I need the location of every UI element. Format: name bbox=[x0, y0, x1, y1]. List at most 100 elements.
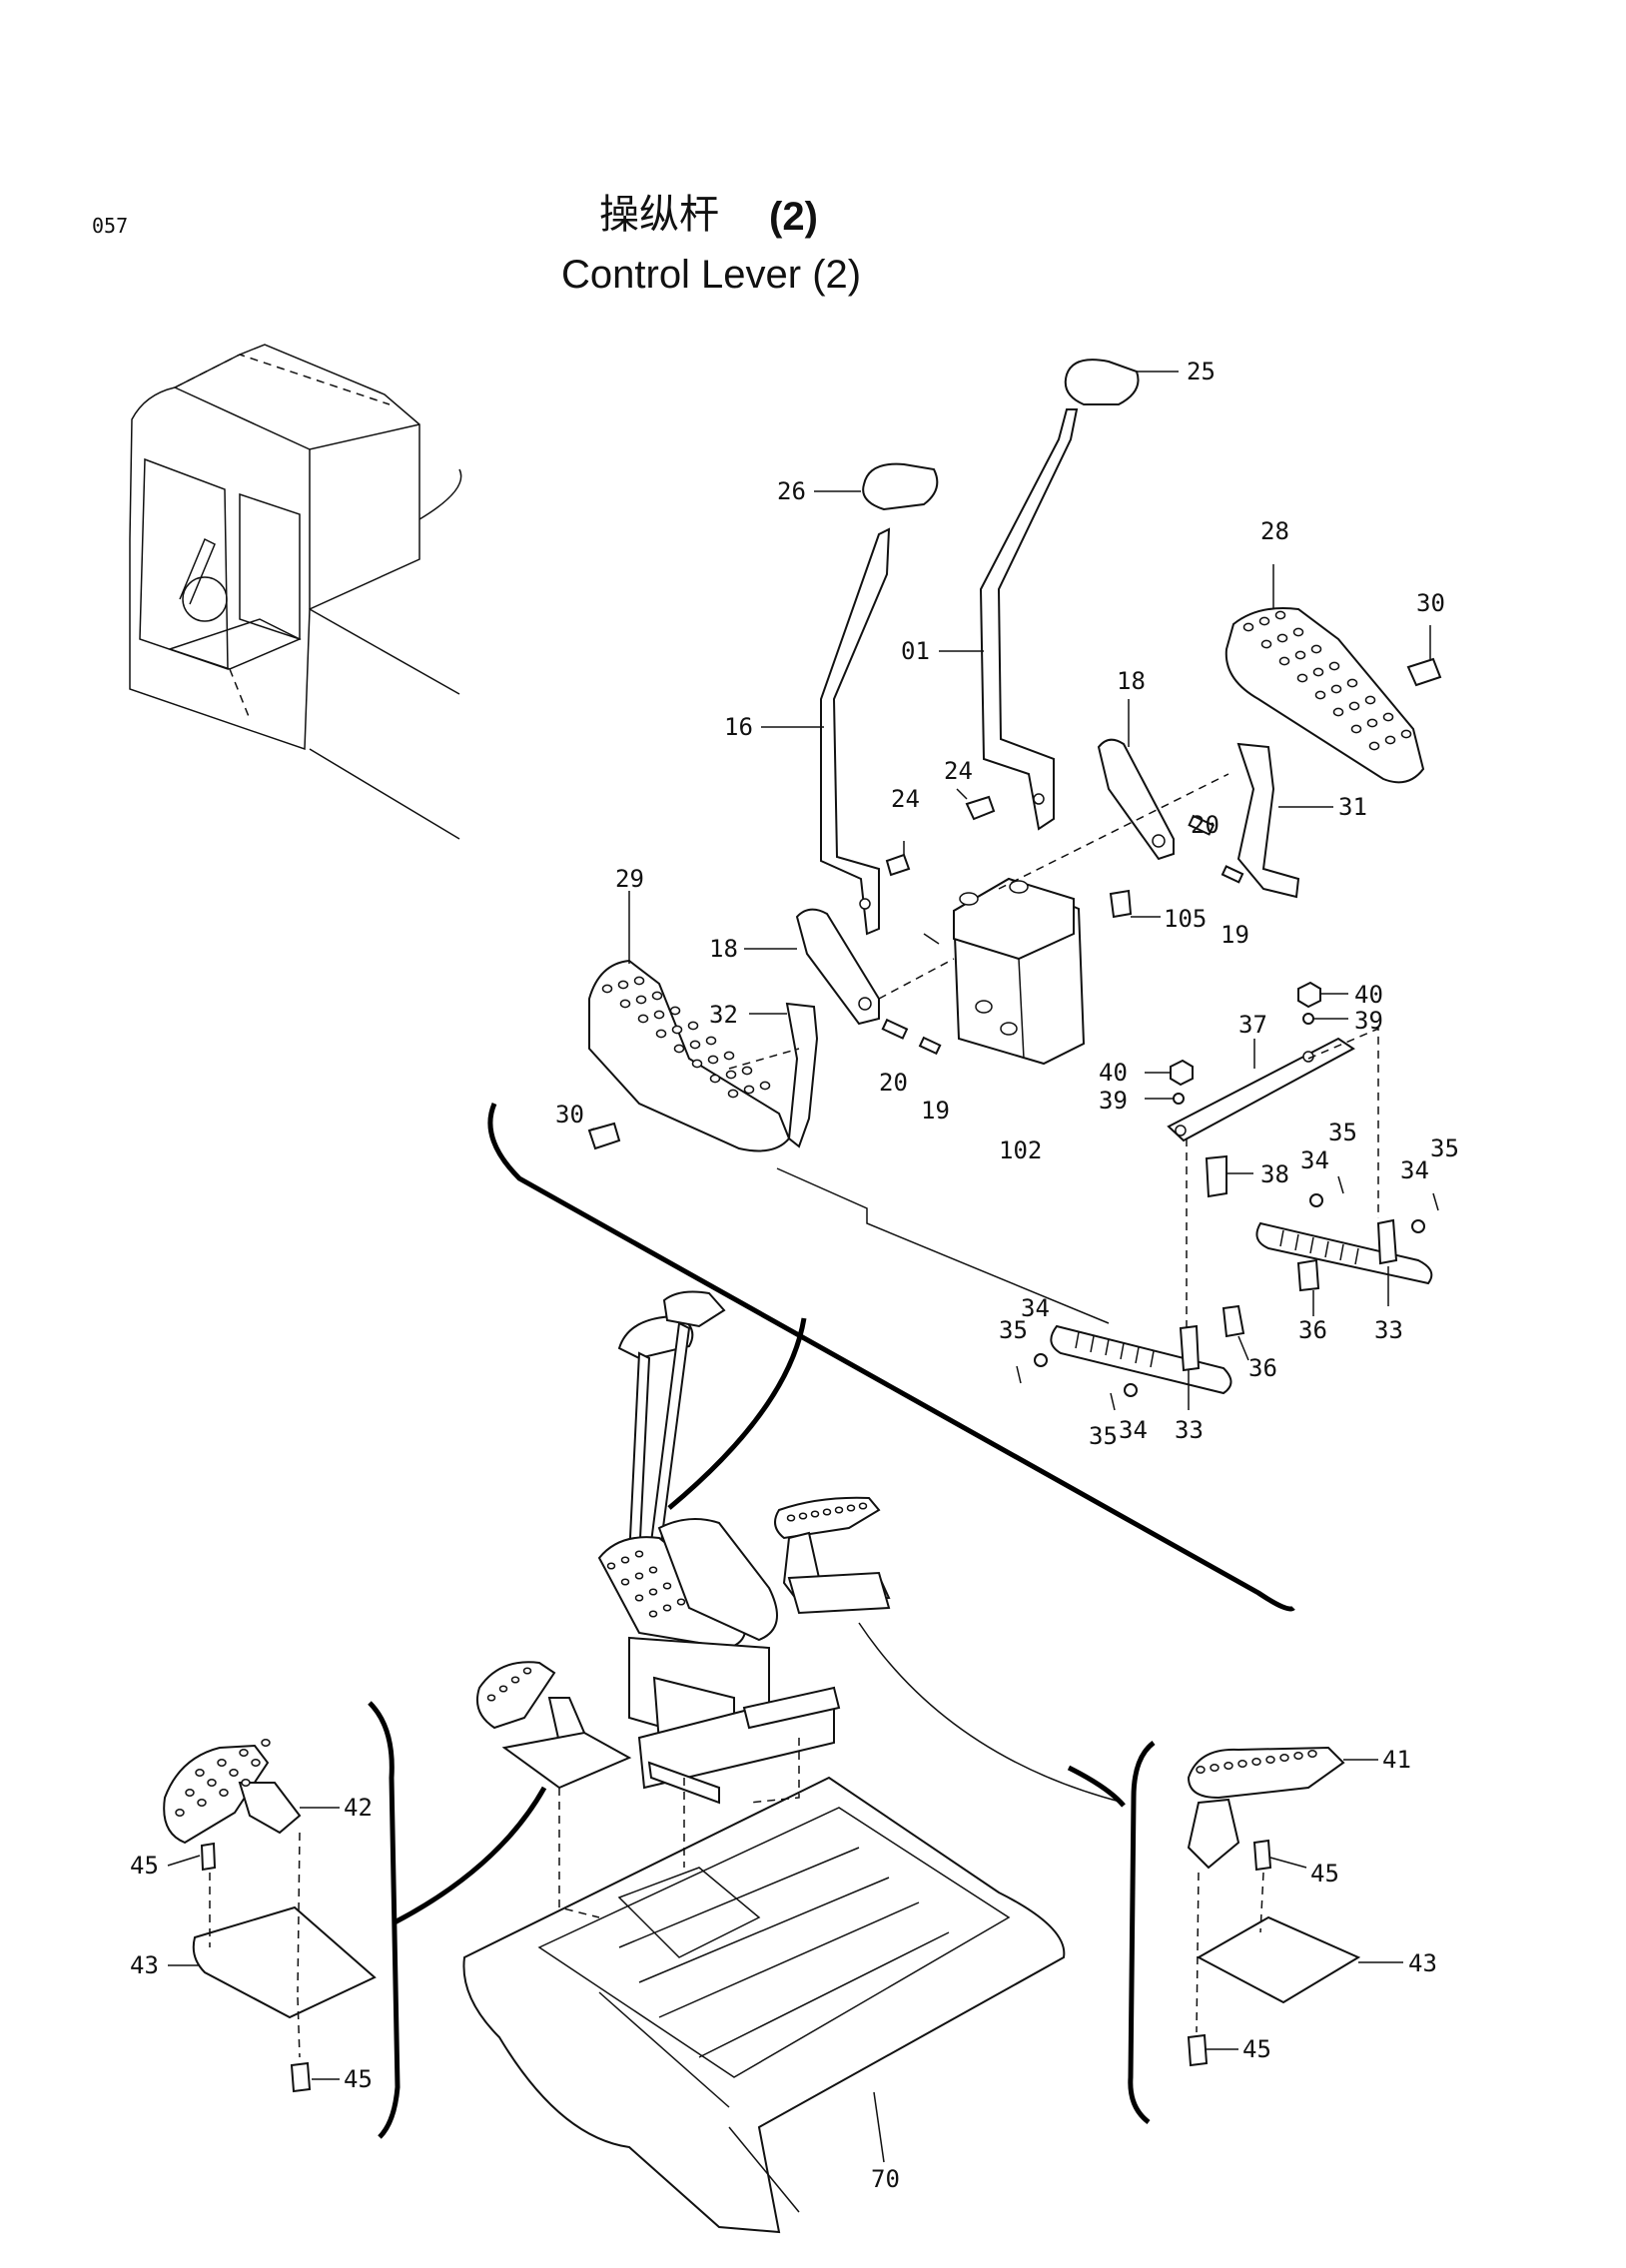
pedal-hole bbox=[1278, 656, 1290, 666]
bolt-45-right-top bbox=[1252, 1839, 1272, 1872]
pedal-hole bbox=[1384, 735, 1396, 745]
pedal-hole bbox=[1293, 1752, 1303, 1760]
pin-19-lower bbox=[918, 1036, 942, 1056]
callout-leaders bbox=[167, 371, 1431, 2163]
pedal-hole bbox=[175, 1809, 185, 1817]
callout-45-left-bottom: 45 bbox=[344, 2065, 373, 2093]
pedal-hole bbox=[1330, 684, 1342, 694]
bolt-105 bbox=[1109, 889, 1133, 919]
callout-16: 16 bbox=[724, 713, 753, 741]
callout-35-b: 35 bbox=[1430, 1134, 1459, 1162]
assembled-pedal-left bbox=[475, 1661, 632, 1790]
pedal-hole bbox=[1332, 707, 1344, 717]
callout-34-b: 34 bbox=[1400, 1156, 1429, 1184]
callout-70: 70 bbox=[871, 2165, 900, 2193]
callout-43-right: 43 bbox=[1408, 1949, 1437, 1977]
bracket-18-upper bbox=[1097, 738, 1175, 861]
title-suffix: (2) bbox=[769, 195, 818, 239]
bolt-36-lower bbox=[1221, 1304, 1245, 1338]
pedal-hole bbox=[1294, 650, 1306, 660]
pedal-hole bbox=[653, 1010, 665, 1020]
pedal-hole bbox=[1196, 1766, 1206, 1774]
pedal-hole bbox=[673, 1044, 685, 1054]
pedal-hole bbox=[798, 1512, 808, 1520]
pin-35-b bbox=[1432, 1192, 1439, 1211]
bolt-24-lower bbox=[885, 853, 911, 877]
callout-35-c: 35 bbox=[999, 1316, 1028, 1344]
callout-20-lower: 20 bbox=[879, 1069, 908, 1097]
pedal-hole bbox=[676, 1598, 686, 1606]
shaft-33-lower bbox=[1050, 1324, 1232, 1395]
pedal-hole bbox=[1251, 1758, 1261, 1766]
plate-37 bbox=[1167, 1037, 1355, 1142]
pedal-hole bbox=[1279, 1754, 1289, 1762]
assembled-pedal-left-holes bbox=[486, 1667, 532, 1702]
pedal-hole bbox=[741, 1066, 753, 1076]
callout-36-lower: 36 bbox=[1248, 1354, 1277, 1382]
bolt-30-upper bbox=[1406, 657, 1442, 687]
knob-26 bbox=[862, 462, 939, 511]
callout-45-right-bottom: 45 bbox=[1242, 2035, 1271, 2063]
callout-105: 105 bbox=[1164, 905, 1207, 933]
pedal-hole bbox=[1366, 718, 1378, 728]
pedal-hole bbox=[1348, 701, 1360, 711]
lever-16-assembly bbox=[820, 462, 939, 936]
pedal-hole bbox=[1328, 661, 1340, 671]
pedal-hole bbox=[207, 1779, 217, 1787]
pin-35-c bbox=[1016, 1365, 1022, 1384]
assembled-unit-holes bbox=[606, 1550, 686, 1618]
pedal-41-detail bbox=[1187, 1746, 1361, 2067]
pedal-hole bbox=[1350, 724, 1362, 734]
nut-34-d bbox=[1124, 1383, 1138, 1397]
pedal-hole bbox=[606, 1562, 616, 1570]
pedal-hole bbox=[662, 1582, 672, 1590]
callout-29: 29 bbox=[615, 865, 644, 893]
callout-39-lower: 39 bbox=[1099, 1087, 1128, 1115]
pedal-hole bbox=[834, 1506, 844, 1514]
bolt-38 bbox=[1205, 1154, 1227, 1198]
nut-34-c bbox=[1034, 1353, 1048, 1367]
pedal-hole bbox=[648, 1610, 658, 1618]
callout-18-upper: 18 bbox=[1117, 667, 1146, 695]
callout-43-left: 43 bbox=[130, 1951, 159, 1979]
pedal-hole bbox=[634, 1550, 644, 1558]
bolt-30-lower bbox=[587, 1122, 621, 1150]
pedal-hole bbox=[687, 1021, 699, 1031]
callout-30-lower: 30 bbox=[555, 1101, 584, 1129]
pedal-29 bbox=[588, 959, 791, 1152]
washer-39-upper bbox=[1302, 1013, 1314, 1025]
callout-25: 25 bbox=[1187, 358, 1216, 385]
pedal-hole bbox=[633, 976, 645, 986]
callout-45-left-top: 45 bbox=[130, 1852, 159, 1880]
pedal-hole bbox=[705, 1036, 717, 1046]
bolt-45-left-bottom bbox=[290, 2061, 312, 2093]
title-chinese: 操纵杆 bbox=[599, 193, 719, 237]
pedal-hole bbox=[1210, 1764, 1220, 1772]
pedal-hole bbox=[846, 1504, 856, 1512]
callout-35-a: 35 bbox=[1328, 1119, 1357, 1146]
pin-20-lower bbox=[881, 1018, 909, 1040]
pedal-hole bbox=[1382, 712, 1394, 722]
pedal-hole bbox=[498, 1685, 508, 1693]
title-english: Control Lever (2) bbox=[561, 253, 861, 297]
nut-40-upper bbox=[1297, 981, 1321, 1009]
pedal-hole bbox=[251, 1759, 261, 1767]
pedal-hole bbox=[620, 1578, 630, 1586]
callout-34-a: 34 bbox=[1300, 1146, 1329, 1174]
pedal-hole bbox=[786, 1514, 796, 1522]
callout-102: 102 bbox=[999, 1136, 1042, 1164]
pedal-hole bbox=[1265, 1756, 1275, 1764]
pedal-hole bbox=[1292, 627, 1304, 637]
pedal-hole bbox=[195, 1769, 205, 1777]
bolt-24-upper bbox=[965, 795, 996, 821]
callout-labels: 25 26 01 16 28 30 18 31 24 24 20 19 105 … bbox=[130, 358, 1459, 2193]
pedal-hole bbox=[510, 1676, 520, 1684]
callout-26: 26 bbox=[777, 477, 806, 505]
pedal-hole bbox=[617, 980, 629, 990]
callout-38: 38 bbox=[1260, 1160, 1289, 1188]
callout-34-c: 34 bbox=[1021, 1294, 1050, 1322]
pedal-hole bbox=[239, 1749, 249, 1757]
pedal-hole bbox=[1364, 695, 1376, 705]
nut-34-a bbox=[1309, 1193, 1323, 1207]
pedal-hole bbox=[1314, 690, 1326, 700]
